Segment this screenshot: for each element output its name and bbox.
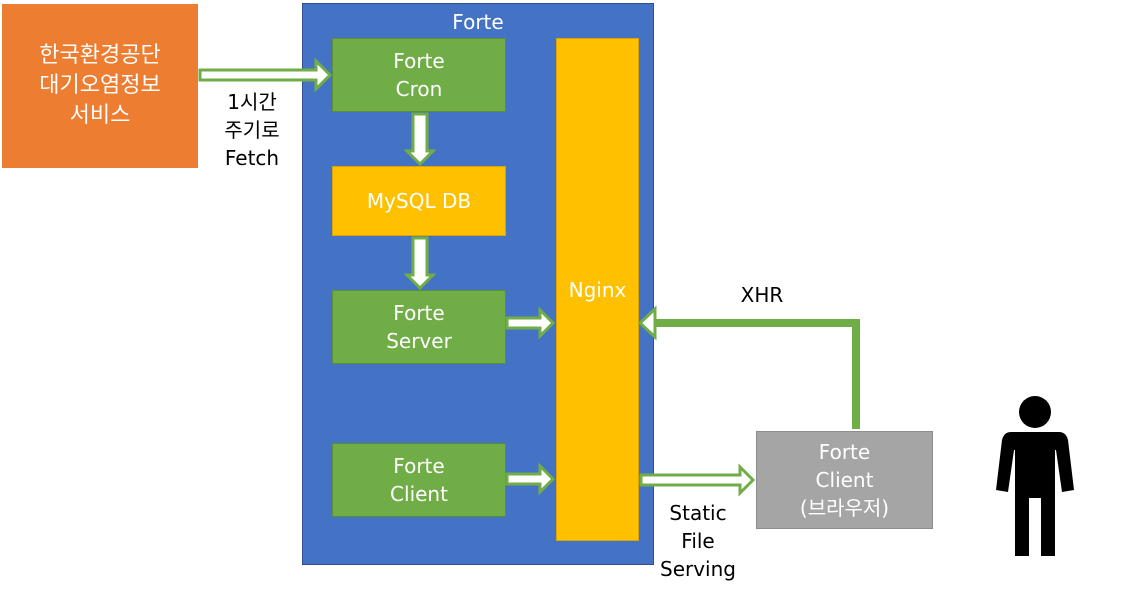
fetch-interval-label: 1시간 주기로 Fetch [224, 90, 280, 170]
cron-to-db-arrow [403, 112, 437, 167]
server-to-nginx-arrow [505, 306, 556, 340]
air-quality-service-box: 한국환경공단 대기오염정보 서비스 [2, 4, 198, 168]
forte-server-box: Forte Server [332, 290, 506, 364]
xhr-arrow [651, 319, 860, 429]
client-to-nginx-arrow [505, 462, 556, 496]
fetch-arrow [198, 57, 333, 93]
forte-client-box: Forte Client [332, 443, 506, 517]
static-file-serving-label: Static File Serving [660, 501, 736, 581]
xhr-arrowhead [637, 305, 657, 341]
forte-cron-box: Forte Cron [332, 38, 506, 112]
db-to-server-arrow [403, 236, 437, 291]
mysql-db-box: MySQL DB [332, 166, 506, 236]
nginx-box: Nginx [556, 38, 639, 541]
static-serving-arrow [639, 463, 756, 497]
forte-frame-title: Forte [452, 10, 504, 34]
browser-client-box: Forte Client (브라우저) [756, 431, 933, 529]
xhr-label: XHR [740, 283, 784, 307]
person-icon [996, 396, 1074, 556]
